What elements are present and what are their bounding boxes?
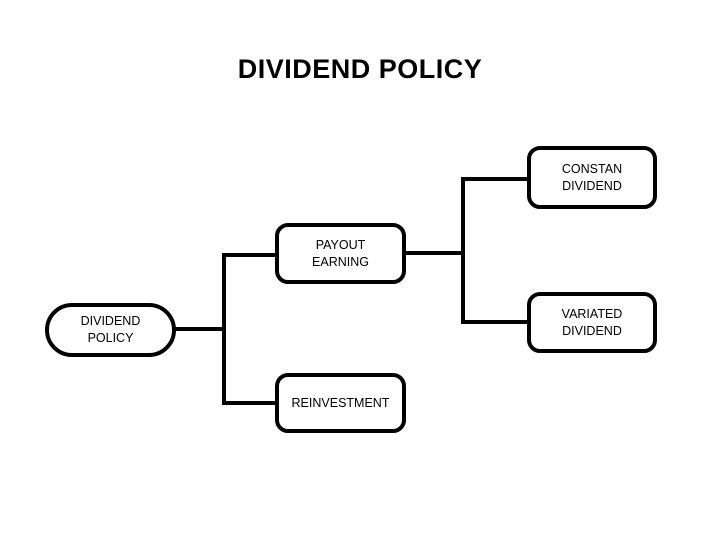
page-title: DIVIDEND POLICY [237,54,483,84]
node-variated-dividend-label: VARIATED DIVIDEND [561,306,623,338]
connector-payout-to-variated [461,320,529,324]
connector-payout-stub [403,251,465,255]
node-payout-earning-label: PAYOUT EARNING [312,237,369,269]
node-dividend-policy-label: DIVIDEND POLICY [80,314,141,345]
connector-root-stub [172,327,226,331]
node-reinvestment-label: REINVESTMENT [291,395,390,410]
node-payout-earning[interactable]: PAYOUT EARNING [275,223,406,284]
node-constan-dividend-label: CONSTAN DIVIDEND [561,161,623,193]
node-reinvestment[interactable]: REINVESTMENT [275,373,406,433]
connector-left-trunk [222,253,226,405]
connector-payout-to-constant [461,177,529,181]
node-constan-dividend[interactable]: CONSTAN DIVIDEND [527,146,657,209]
node-dividend-policy[interactable]: DIVIDEND POLICY [45,303,176,357]
connector-root-to-reinvestment [222,401,278,405]
connector-root-to-payout [222,253,278,257]
node-variated-dividend[interactable]: VARIATED DIVIDEND [527,292,657,353]
connector-right-trunk [461,177,465,324]
